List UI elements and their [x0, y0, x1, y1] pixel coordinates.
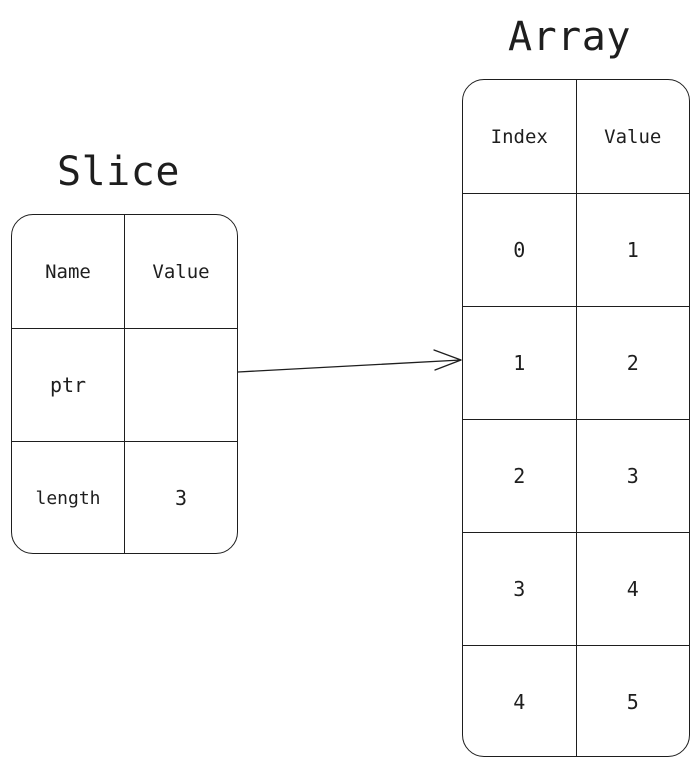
slice-length-name: length	[35, 487, 101, 509]
array-row: 1 2	[463, 306, 689, 419]
array-index-cell: 1	[513, 351, 526, 375]
array-header-row: Index Value	[463, 80, 689, 193]
slice-ptr-name: ptr	[49, 373, 87, 397]
slice-row-length: length 3	[12, 441, 237, 553]
array-row: 0 1	[463, 193, 689, 306]
slice-row-ptr: ptr	[12, 328, 237, 441]
array-header-value: Value	[575, 80, 690, 193]
array-value-cell: 2	[575, 307, 690, 419]
array-value-cell: 5	[575, 646, 690, 756]
array-index-cell: 2	[513, 464, 526, 488]
array-row: 4 5	[463, 645, 690, 756]
pointer-arrow-head	[433, 349, 462, 371]
array-index-cell: 4	[513, 690, 526, 714]
slice-table: Name Value ptr length 3	[11, 214, 238, 554]
slice-header-row: Name Value	[12, 215, 237, 328]
array-title: Array	[508, 14, 631, 60]
array-table: Index Value 0 1 1 2 2 3 3 4 4 5	[462, 79, 690, 757]
slice-header-name: Name	[45, 260, 91, 283]
slice-header-value: Value	[124, 215, 237, 328]
slice-length-value: 3	[124, 442, 237, 553]
array-row: 2 3	[463, 419, 689, 532]
array-header-index: Index	[490, 125, 548, 148]
slice-ptr-value	[124, 329, 237, 441]
array-value-cell: 3	[575, 420, 690, 532]
slice-title: Slice	[57, 149, 180, 195]
array-value-cell: 4	[575, 533, 690, 645]
array-value-cell: 1	[575, 194, 690, 306]
array-row: 3 4	[463, 532, 689, 645]
array-index-cell: 3	[513, 577, 526, 601]
pointer-arrow-shaft	[237, 359, 462, 373]
array-index-cell: 0	[513, 238, 526, 262]
